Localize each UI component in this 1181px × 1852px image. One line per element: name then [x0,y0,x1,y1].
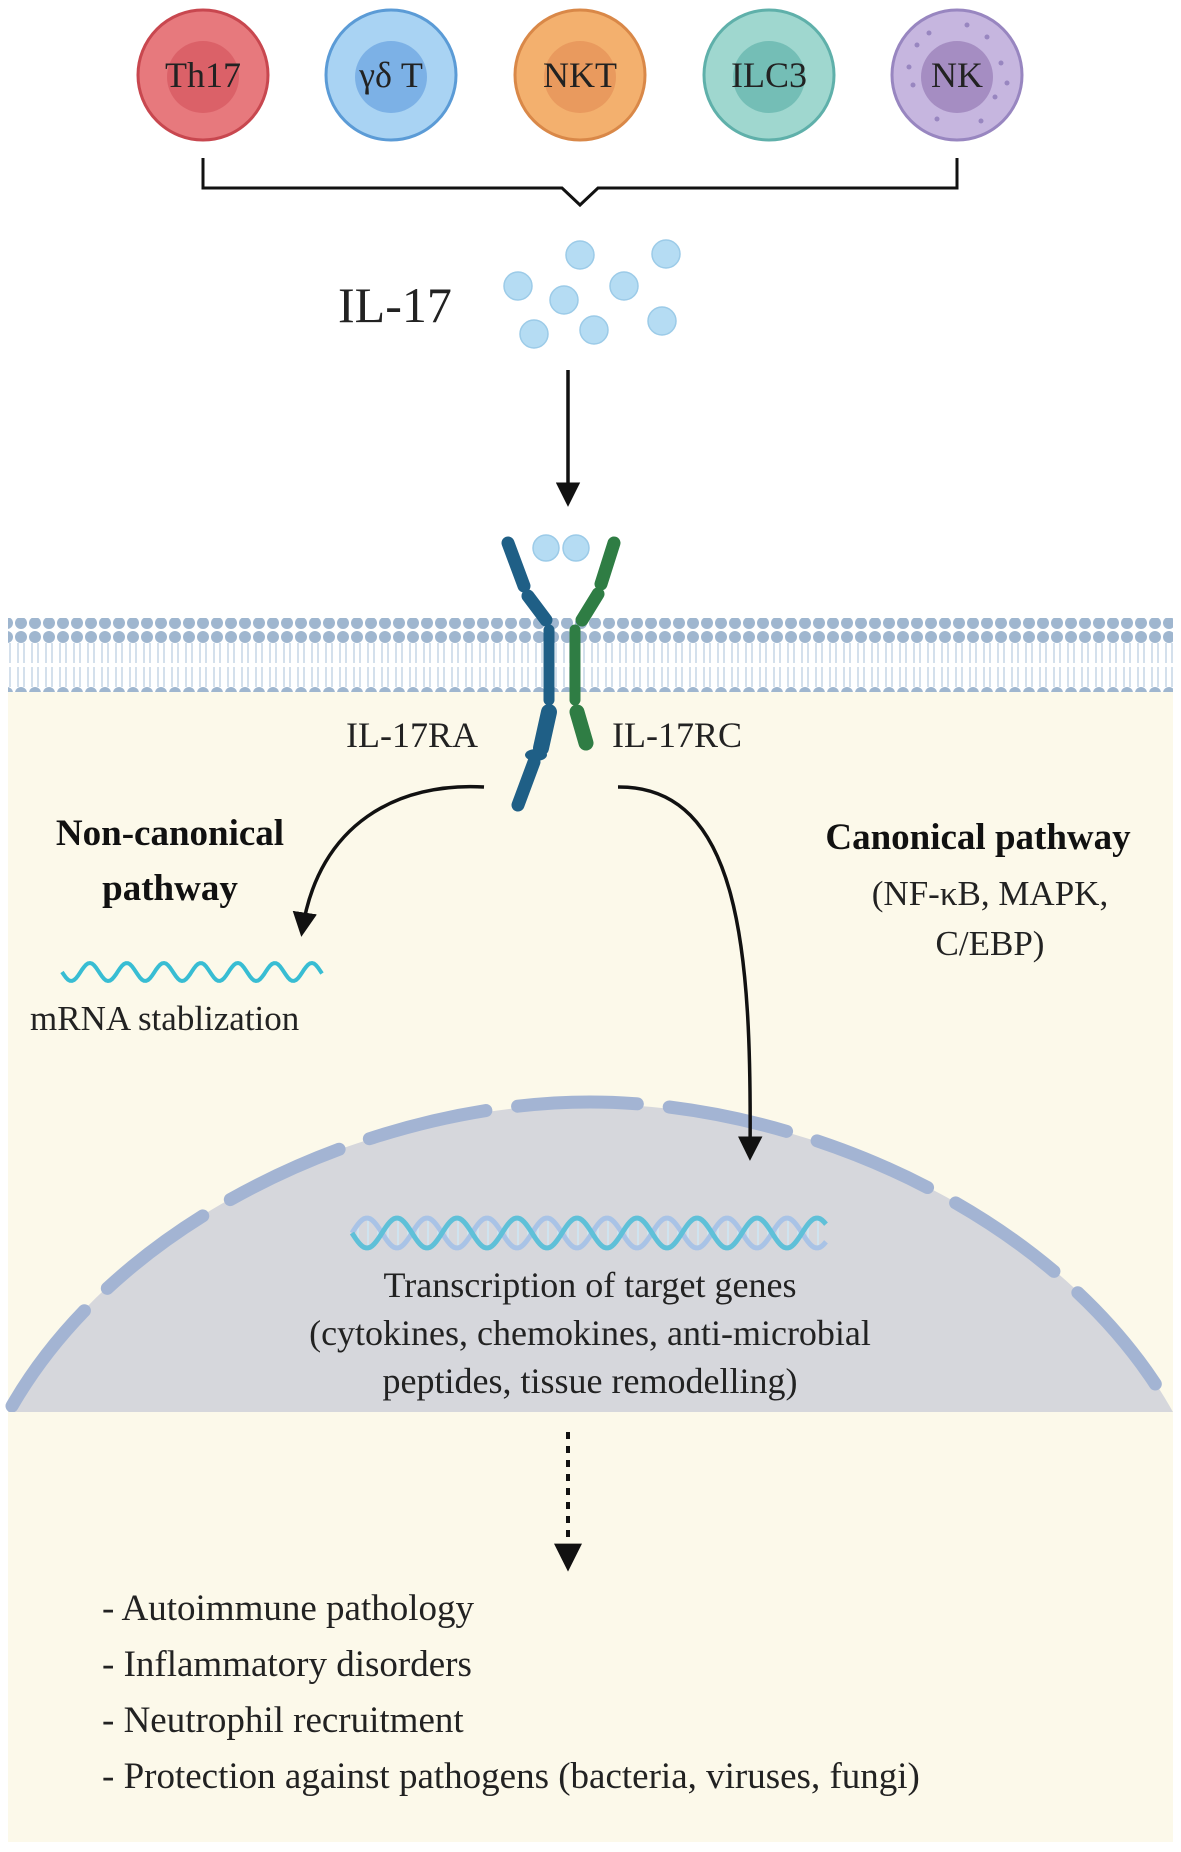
immune-cells: Th17 γδ T NKT ILC3 NK [136,8,1024,142]
immune-cell-label: NK [931,55,983,95]
nuclear-envelope [5,1095,1176,1412]
canonical-title: Canonical pathway [825,817,1131,858]
il17-particle [647,306,677,336]
il17-particle [609,271,639,301]
canonical-arrow [617,785,763,1161]
mrna-label: mRNA stablization [30,999,299,1038]
il17ra-label: IL-17RA [346,715,478,755]
immune-cell-nkt: NKT [513,8,647,142]
non-canonical-title-line2: pathway [102,868,238,909]
receptor-il17rc [569,536,621,751]
outcome-item: - Neutrophil recruitment [102,1700,464,1741]
immune-cell-γδt: γδ T [324,8,458,142]
canonical-detail-line2: C/EBP) [936,924,1045,963]
dna-helix [349,1215,828,1251]
canonical-detail-line1: (NF-κB, MAPK, [872,874,1108,913]
il17-particle [549,285,579,315]
non-canonical-title-line1: Non-canonical [56,813,284,854]
il17-label: IL-17 [338,277,452,333]
outcome-item: - Autoimmune pathology [102,1588,475,1629]
il17-particle [579,315,609,345]
immune-cell-ilc3: ILC3 [702,8,836,142]
immune-cell-label: Th17 [165,55,241,95]
nucleus-text-line2: (cytokines, chemokines, anti-microbial [309,1313,871,1353]
il17-particle [519,319,549,349]
nucleus-text-line1: Transcription of target genes [384,1265,797,1305]
non-canonical-arrow [292,784,485,937]
nucleus [5,1095,1176,1412]
il17-particle [565,240,595,270]
immune-cell-th17: Th17 [136,8,270,142]
il17-particle [503,271,533,301]
cell-membrane [8,618,1173,692]
outcome-item: - Inflammatory disorders [102,1644,472,1685]
il17rc-label: IL-17RC [612,715,742,755]
immune-cell-label: NKT [543,55,617,95]
immune-cell-label: ILC3 [731,55,807,95]
bound-il17-particle [562,534,590,562]
outcome-item: - Protection against pathogens (bacteria… [102,1756,920,1797]
bound-il17-particle [532,534,560,562]
receptor-il17ra [501,536,557,812]
il17-particles [503,239,681,349]
il17-particle [651,239,681,269]
nucleus-text-line3: peptides, tissue remodelling) [383,1361,798,1401]
cells-bracket [201,158,959,208]
immune-cell-nk: NK [890,8,1024,142]
mrna-wave [60,960,324,984]
immune-cell-label: γδ T [358,55,423,95]
